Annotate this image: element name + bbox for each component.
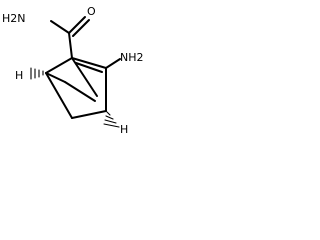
hashed-wedge-left	[30, 67, 44, 80]
bond-double-inner	[75, 62, 103, 73]
bond-amide-to-ring	[68, 32, 73, 59]
amide-nh2-label: H2N	[2, 12, 26, 25]
hashed-wedge-right	[103, 111, 120, 128]
bond-c2-bridgehead-left	[45, 57, 73, 74]
carbonyl-o-label: O	[87, 5, 96, 18]
bridgehead-h-right-label: H	[120, 123, 128, 136]
molecule-structure: H2N O NH2 H H	[2, 5, 144, 136]
bond-bridgehead-left-lower	[45, 72, 73, 119]
bond-c2-lower	[71, 57, 98, 97]
molecule-canvas: H2N O NH2 H H	[0, 0, 156, 147]
amine-nh2-label: NH2	[120, 51, 144, 64]
bridgehead-h-left-label: H	[15, 69, 23, 82]
bond-c2-c3	[71, 57, 107, 69]
bond-carbonyl-c-o-double	[72, 19, 90, 37]
bond-lower-bridgehead-right	[71, 110, 107, 119]
bond-c3-nh2	[105, 58, 121, 69]
bond-carbonyl-c-n	[50, 20, 70, 34]
bond-bridge-right	[64, 81, 96, 102]
bond-bridge-left	[45, 72, 66, 83]
bond-carbonyl-c-o	[68, 16, 86, 34]
